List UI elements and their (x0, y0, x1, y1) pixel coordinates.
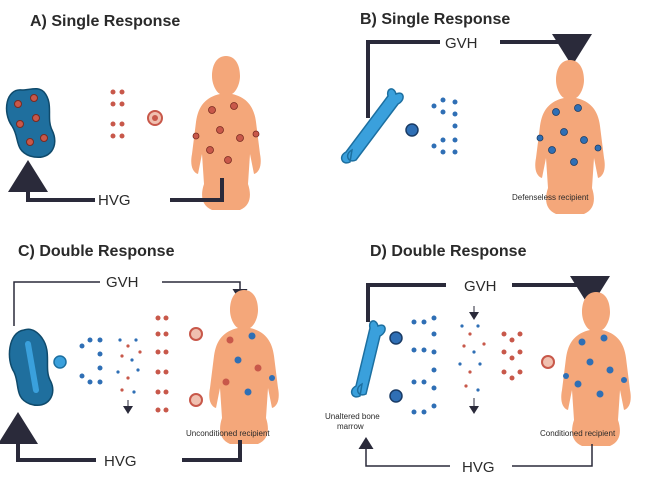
caption-b: Defenseless recipient (512, 193, 589, 202)
gvh-label-b: GVH (445, 35, 478, 52)
panel-a: A) Single Response HVG (5, 13, 261, 210)
bone-caption-line2: marrow (337, 422, 364, 431)
kidney-cells (14, 94, 48, 146)
panel-c-title: C) Double Response (18, 243, 175, 260)
recipient-body-b (535, 60, 605, 214)
panel-d: D) Double Response GVH (325, 243, 631, 476)
body-cells-c (222, 332, 275, 396)
cell-cluster-b (431, 97, 458, 155)
cell-cluster-a (110, 89, 125, 139)
body-cells-d (563, 334, 627, 398)
panel-b: B) Single Response GVH Defenseless recip… (340, 11, 605, 214)
body-cells-b (536, 104, 602, 166)
caption-d: Conditioned recipient (540, 429, 616, 438)
cell-cluster-c-red (155, 315, 169, 413)
recipient-body-c (209, 290, 279, 444)
cell-cluster-c-blue (79, 337, 103, 385)
panel-c: C) Double Response GVH (0, 243, 279, 470)
cell-cluster-d-red (501, 331, 523, 381)
cell-cluster-d-blue (411, 315, 437, 415)
bone-icon (350, 320, 386, 398)
stem-cell (405, 123, 419, 137)
panel-d-title: D) Double Response (370, 243, 527, 260)
gvh-label-c: GVH (106, 274, 139, 291)
mixed-cell-cloud-d (458, 324, 486, 392)
hvg-label-c: HVG (104, 453, 137, 470)
mixed-cell-cloud-c (116, 338, 142, 394)
bone-caption-line1: Unaltered bone (325, 412, 380, 421)
stem-cell (53, 355, 67, 369)
panel-b-title: B) Single Response (360, 11, 510, 28)
recipient-body-a (191, 56, 261, 210)
hvg-label-a: HVG (98, 192, 131, 209)
recipient-body-d (561, 292, 631, 446)
caption-c: Unconditioned recipient (186, 429, 270, 438)
bone-icon (25, 341, 39, 393)
gvh-label-d: GVH (464, 278, 497, 295)
hvg-label-d: HVG (462, 459, 495, 476)
bone-icon (340, 88, 404, 164)
body-cells-a (192, 102, 260, 164)
panel-a-title: A) Single Response (30, 13, 180, 30)
